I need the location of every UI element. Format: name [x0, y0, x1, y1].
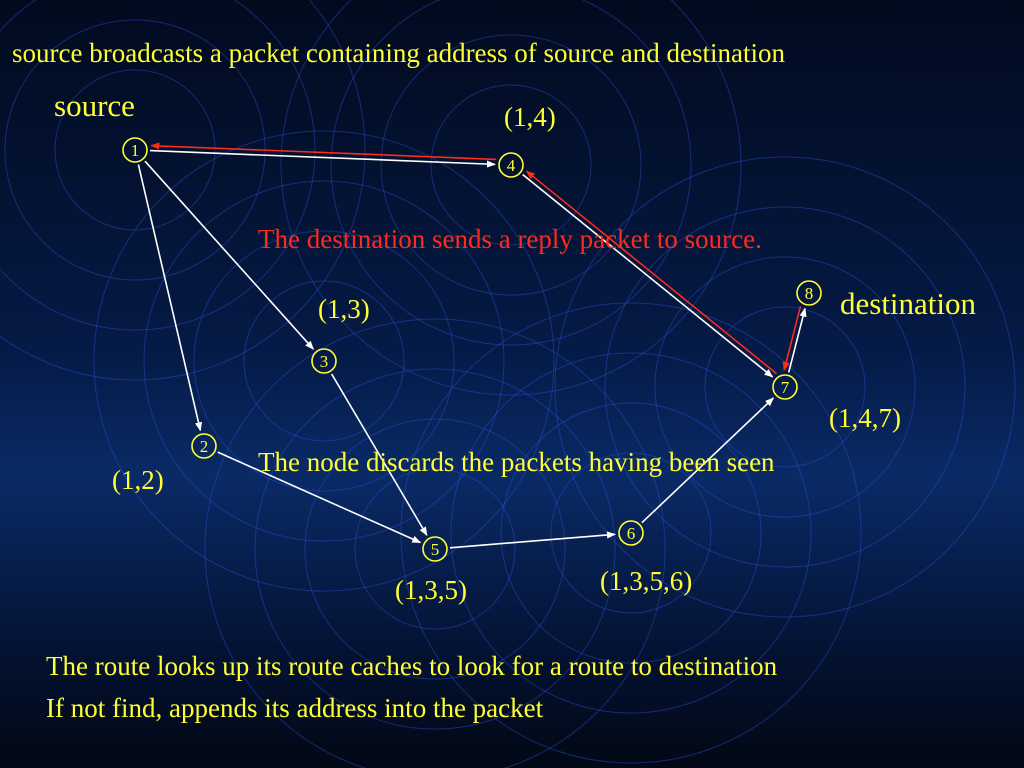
slide-title: source broadcasts a packet containing ad…: [12, 38, 785, 68]
route-record-node-4: (1,4): [504, 102, 556, 132]
broadcast-edge-1-3: [144, 160, 314, 350]
node-6: 6: [618, 520, 644, 546]
broadcast-edge-6-7: [641, 397, 775, 524]
range-ring: [380, 34, 642, 296]
node-label: 7: [781, 378, 790, 397]
node-label: 2: [200, 437, 209, 456]
range-ring: [254, 368, 616, 730]
node-ring: [796, 280, 822, 306]
node-8: 8: [796, 280, 822, 306]
node-ring: [191, 433, 217, 459]
node-7: 7: [772, 374, 798, 400]
node-1: 1: [122, 137, 148, 163]
range-ring: [354, 468, 516, 630]
node-ring: [311, 348, 337, 374]
node-label: 4: [507, 156, 516, 175]
node-5: 5: [422, 536, 448, 562]
route-record-node-3: (1,3): [318, 294, 370, 324]
reply-edge-4-1: [150, 142, 497, 161]
node-ring: [422, 536, 448, 562]
range-ring: [93, 130, 555, 592]
node-ring: [498, 152, 524, 178]
caption-line-1: The route looks up its route caches to l…: [46, 651, 778, 681]
range-ring: [604, 206, 966, 568]
discard-note: The node discards the packets having bee…: [258, 447, 775, 477]
range-ring: [193, 230, 455, 492]
range-ring: [54, 69, 216, 231]
route-record-node-7: (1,4,7): [829, 403, 901, 433]
range-ring: [304, 418, 566, 680]
node-ring: [122, 137, 148, 163]
range-ring: [0, 0, 366, 381]
route-record-node-6: (1,3,5,6): [600, 566, 693, 596]
reply-note: The destination sends a reply packet to …: [258, 224, 762, 254]
route-record-node-5: (1,3,5): [395, 575, 467, 605]
range-ring: [450, 352, 812, 714]
broadcast-edge-1-4: [149, 149, 496, 168]
range-ring: [204, 318, 666, 768]
broadcast-edge-7-8: [787, 307, 807, 373]
node-ring: [772, 374, 798, 400]
node-label: 5: [431, 540, 440, 559]
node-ring: [618, 520, 644, 546]
route-record-node-2: (1,2): [112, 465, 164, 495]
broadcast-edge-5-6: [449, 531, 616, 549]
range-ring: [654, 256, 916, 518]
broadcast-edge-3-5: [330, 373, 428, 536]
range-ring: [704, 306, 866, 468]
range-ring: [143, 180, 505, 542]
range-ring: [500, 402, 762, 664]
node-label: 8: [805, 284, 814, 303]
range-ring: [243, 280, 405, 442]
broadcast-edge-1-2: [137, 164, 203, 432]
range-ring: [550, 452, 712, 614]
node-3: 3: [311, 348, 337, 374]
reply-edge-8-7: [782, 306, 802, 372]
edges: [137, 142, 807, 549]
range-ring: [0, 0, 316, 331]
nodes: 1 2 3 4 5 6 7 8: [122, 137, 822, 562]
node-label: 1: [131, 141, 140, 160]
broadcast-edge-2-5: [217, 451, 422, 544]
source-label: source: [54, 88, 135, 123]
node-2: 2: [191, 433, 217, 459]
node-label: 6: [627, 524, 636, 543]
range-ring: [430, 84, 592, 246]
caption-line-2: If not find, appends its address into th…: [46, 693, 544, 723]
range-ring: [330, 0, 692, 346]
reply-edge-7-4: [525, 170, 777, 375]
broadcast-edge-4-7: [522, 173, 774, 378]
node-4: 4: [498, 152, 524, 178]
destination-label: destination: [840, 286, 977, 321]
range-ring: [554, 156, 1016, 618]
node-label: 3: [320, 352, 329, 371]
range-ring: [280, 0, 742, 396]
